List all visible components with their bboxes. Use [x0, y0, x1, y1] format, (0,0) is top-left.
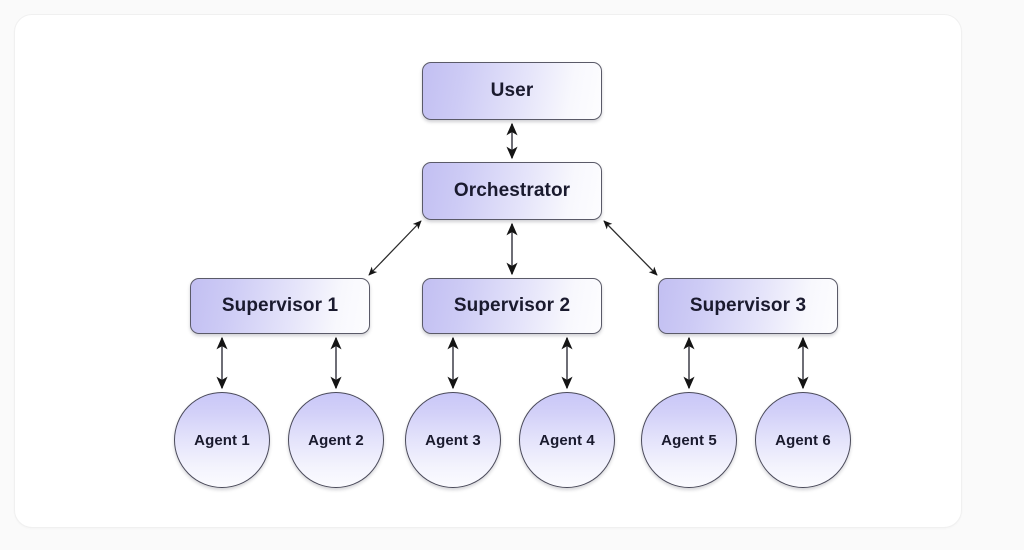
- node-supervisor-1[interactable]: Supervisor 1: [190, 278, 370, 334]
- node-user[interactable]: User: [422, 62, 602, 120]
- node-supervisor-3[interactable]: Supervisor 3: [658, 278, 838, 334]
- node-agent-6[interactable]: Agent 6: [755, 392, 851, 488]
- node-supervisor-2[interactable]: Supervisor 2: [422, 278, 602, 334]
- node-agent-4[interactable]: Agent 4: [519, 392, 615, 488]
- node-agent-2[interactable]: Agent 2: [288, 392, 384, 488]
- node-agent-3[interactable]: Agent 3: [405, 392, 501, 488]
- edge-orchestrator-supervisor-1: [368, 220, 422, 276]
- node-agent-5[interactable]: Agent 5: [641, 392, 737, 488]
- node-agent-1[interactable]: Agent 1: [174, 392, 270, 488]
- edge-orchestrator-supervisor-3: [603, 220, 658, 276]
- node-orchestrator[interactable]: Orchestrator: [422, 162, 602, 220]
